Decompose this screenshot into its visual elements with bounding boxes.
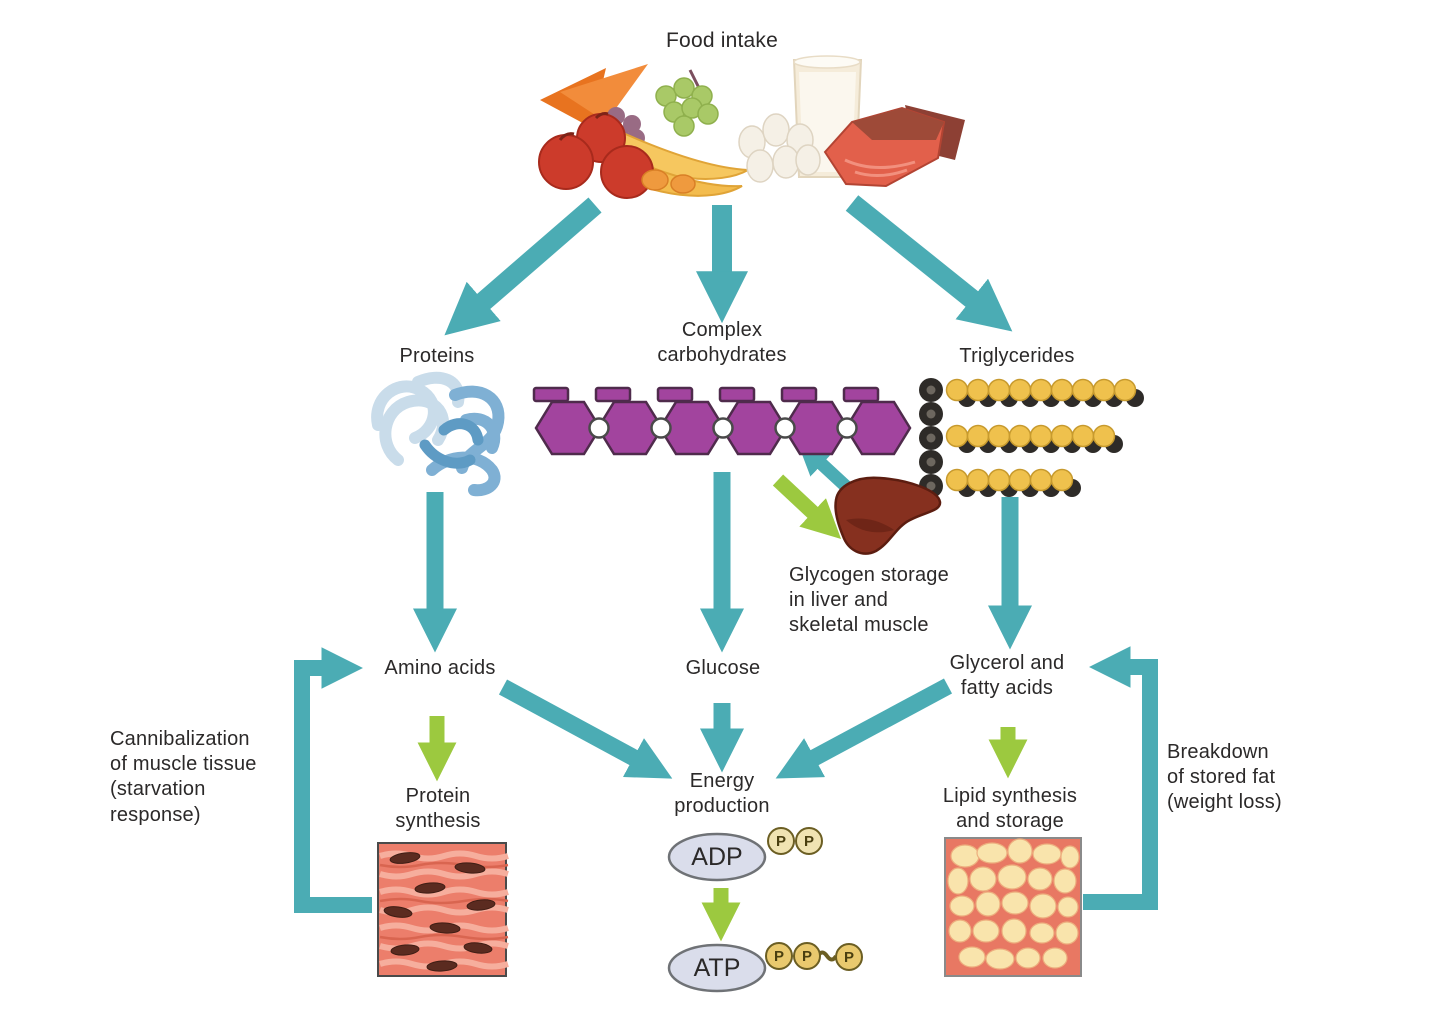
label-triglycerides: Triglycerides: [959, 345, 1075, 367]
atp-molecule: P P P ATP: [667, 942, 863, 993]
arrow-amino-acids-to-energy: [498, 679, 673, 779]
label-glucose: Glucose: [685, 657, 761, 679]
arrow-glycerol-to-energy: [775, 678, 953, 779]
arrow-food-to-triglycerides: [845, 195, 1013, 332]
svg-text:P: P: [774, 948, 784, 965]
arrow-food-to-proteins: [444, 197, 602, 336]
arrow-glucose-to-liver: [772, 474, 842, 539]
label-cannibalization: Cannibalization of muscle tissue (starva…: [110, 728, 257, 826]
adp-molecule: P P ADP: [667, 827, 823, 882]
label-proteins: Proteins: [399, 345, 475, 367]
adipose-tissue-icon: [944, 837, 1082, 977]
adp-label: ADP: [691, 843, 742, 871]
svg-text:P: P: [844, 949, 854, 966]
food-illustration-icon: [538, 55, 965, 199]
muscle-tissue-icon: [377, 842, 509, 977]
label-lipid-synthesis: Lipid synthesis and storage: [942, 785, 1078, 833]
label-glycogen-storage: Glycogen storage in liver and skeletal m…: [789, 564, 949, 637]
svg-text:P: P: [776, 833, 786, 850]
label-breakdown-stored-fat: Breakdown of stored fat (weight loss): [1167, 741, 1282, 814]
label-energy-production: Energy production: [674, 770, 770, 818]
label-food-intake: Food intake: [666, 29, 778, 52]
svg-text:P: P: [804, 833, 814, 850]
label-complex-carbohydrates: Complex carbohydrates: [657, 319, 787, 367]
arrow-muscle-to-amino-acids-bracket: [294, 647, 372, 913]
liver-icon: [834, 476, 942, 555]
label-glycerol-fatty-acids: Glycerol and fatty acids: [949, 652, 1065, 700]
phosphate-icon: P P P: [765, 942, 863, 971]
arrow-adipose-to-glycerol-bracket: [1083, 646, 1158, 910]
svg-text:P: P: [802, 948, 812, 965]
protein-molecule-icon: [371, 371, 505, 497]
triglyceride-icon: [919, 378, 1144, 498]
phosphate-icon: P P: [767, 827, 823, 855]
atp-label: ATP: [694, 954, 741, 982]
label-protein-synthesis: Protein synthesis: [395, 785, 481, 833]
label-amino-acids: Amino acids: [384, 657, 496, 679]
carbohydrate-chain-icon: [532, 386, 912, 456]
